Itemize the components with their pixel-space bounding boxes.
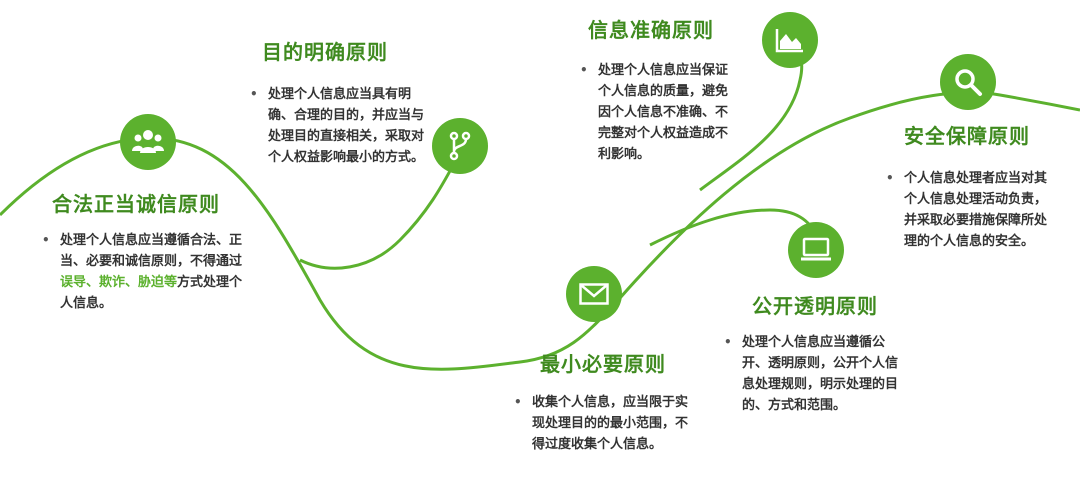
desc-legality-part3: 方式处理个人信息。 [60, 275, 243, 311]
mail-icon [566, 266, 622, 322]
principle-desc-transparency: •处理个人信息应当遵循公开、透明原则，公开个人信息处理规则，明示处理的目的、方式… [724, 335, 899, 413]
desc-legality-highlight: 误导、欺诈、胁迫等 [60, 275, 178, 290]
principle-title-transparency: 公开透明原则 [752, 294, 878, 318]
area-chart-icon [762, 12, 818, 68]
principle-title-accuracy: 信息准确原则 [588, 18, 714, 42]
principle-title-legality: 合法正当诚信原则 [52, 192, 220, 216]
people-icon [120, 114, 176, 170]
desc-minimum-text: 收集个人信息，应当限于实现处理目的的最小范围，不得过度收集个人信息。 [532, 395, 689, 452]
principle-desc-minimum: •收集个人信息，应当限于实现处理目的的最小范围，不得过度收集个人信息。 [514, 395, 689, 452]
desc-purpose-text: 处理个人信息应当具有明确、合理的目的，并应当与处理目的直接相关，采取对个人权益影… [268, 87, 425, 165]
principle-desc-accuracy: •处理个人信息应当保证个人信息的质量，避免因个人信息不准确、不完整对个人权益造成… [580, 63, 729, 162]
principle-desc-legality: •处理个人信息应当遵循合法、正当、必要和诚信原则，不得通过误导、欺诈、胁迫等方式… [42, 233, 243, 311]
principle-desc-purpose: •处理个人信息应当具有明确、合理的目的，并应当与处理目的直接相关，采取对个人权益… [250, 87, 425, 165]
desc-security-text: 个人信息处理者应当对其个人信息处理活动负责，并采取必要措施保障所处理的个人信息的… [904, 171, 1048, 249]
branch-icon [432, 118, 488, 174]
principle-title-minimum: 最小必要原则 [540, 352, 666, 376]
branch-curve-transparency [649, 208, 818, 247]
desc-transparency-text: 处理个人信息应当遵循公开、透明原则，公开个人信息处理规则，明示处理的目的、方式和… [742, 335, 899, 413]
principle-title-purpose: 目的明确原则 [262, 40, 388, 64]
monitor-icon [788, 222, 844, 278]
desc-legality-part1: 处理个人信息应当遵循合法、正当、必要和诚信原则，不得通过 [60, 233, 243, 269]
branch-curve-goal [299, 159, 458, 270]
principle-desc-security: •个人信息处理者应当对其个人信息处理活动负责，并采取必要措施保障所处理的个人信息… [886, 171, 1048, 249]
desc-accuracy-text: 处理个人信息应当保证个人信息的质量，避免因个人信息不准确、不完整对个人权益造成不… [598, 63, 729, 162]
search-icon [940, 54, 996, 110]
principle-title-security: 安全保障原则 [904, 124, 1030, 148]
